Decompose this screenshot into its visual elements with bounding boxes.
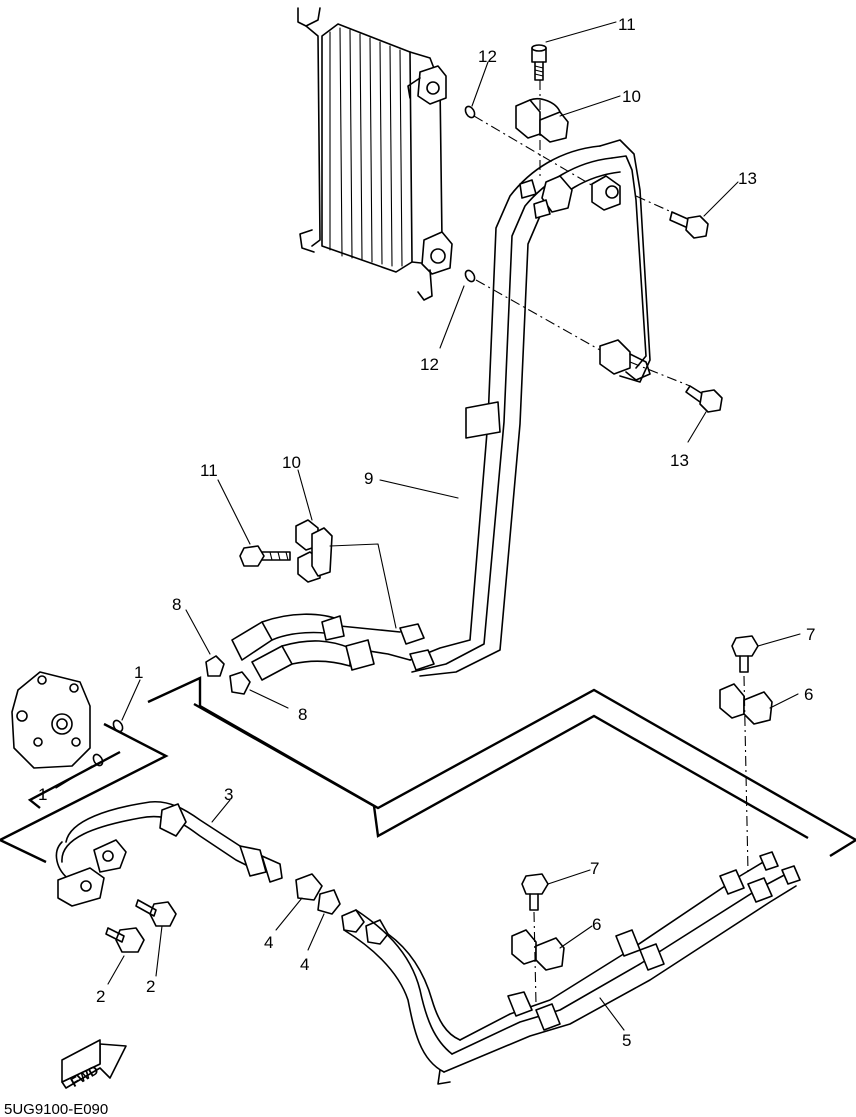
callout-8-upper: 8 [172, 595, 181, 614]
oil-cooler-pipe-9 [339, 139, 651, 677]
diagram-code: 5UG9100-E090 [4, 1101, 108, 1117]
hose-ends-8 [231, 613, 375, 681]
bolt-2-b [135, 899, 177, 927]
leader-lines [55, 21, 801, 1031]
callout-1-upper: 1 [134, 663, 143, 682]
callout-13-lower: 13 [670, 451, 689, 470]
callout-12-upper: 12 [478, 47, 497, 66]
oil-pipe-3 [55, 800, 283, 907]
bolt-13-upper [669, 211, 709, 239]
bolt-7-lower [521, 873, 549, 911]
assembly-outline [147, 676, 856, 858]
callout-9: 9 [364, 469, 373, 488]
callout-1-lower: 1 [38, 785, 47, 804]
callout-2-left: 2 [96, 987, 105, 1006]
callout-8-lower: 8 [298, 705, 307, 724]
callout-4-right: 4 [300, 955, 309, 974]
callout-5: 5 [622, 1031, 631, 1050]
callout-11-upper: 11 [618, 15, 636, 34]
callout-13-upper: 13 [738, 169, 757, 188]
callout-12-lower: 12 [420, 355, 439, 374]
oil-pipe-5 [341, 851, 801, 1085]
o-ring-1-lower [92, 753, 104, 767]
callout-6-upper: 6 [804, 685, 813, 704]
bolt-13-lower [685, 385, 723, 413]
callout-10-upper: 10 [622, 87, 641, 106]
o-ring-1-upper [112, 719, 124, 733]
callout-10-lower: 10 [282, 453, 301, 472]
oil-cooler [297, 7, 453, 301]
callout-2-right: 2 [146, 977, 155, 996]
o-ring-12-lower [464, 269, 476, 283]
hose-clip-8 [205, 655, 251, 695]
callout-4-left: 4 [264, 933, 273, 952]
forward-direction-arrow: FWD [61, 1039, 127, 1090]
callout-7-upper: 7 [806, 625, 815, 644]
clamp-10-lower [295, 519, 333, 583]
hose-clip-4 [295, 873, 341, 915]
callout-labels: 11 12 10 13 12 13 9 10 11 8 8 1 1 3 2 2 … [38, 15, 815, 1050]
callout-3: 3 [224, 785, 233, 804]
bolt-2-a [105, 927, 145, 953]
clamp-6-upper [719, 683, 773, 725]
callout-11-lower: 11 [200, 461, 218, 480]
bolt-11-upper [531, 44, 547, 81]
oil-filter-housing [11, 671, 91, 769]
bolt-11-lower [239, 545, 291, 567]
clamp-6-lower [511, 929, 565, 971]
callout-6-lower: 6 [592, 915, 601, 934]
callout-7-lower: 7 [590, 859, 599, 878]
bolt-7-upper [731, 635, 759, 673]
clamp-10-upper [515, 97, 569, 143]
o-ring-12-upper [464, 105, 476, 119]
